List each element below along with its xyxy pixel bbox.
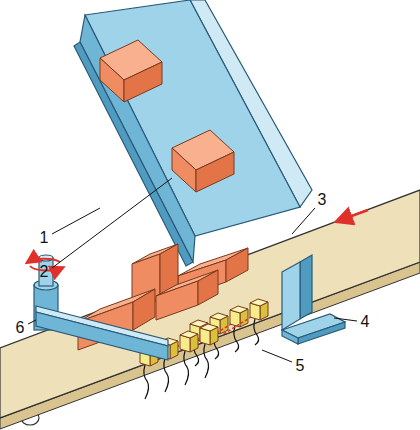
callout-number: 5 [296,358,305,374]
brick-face [172,148,196,192]
sensor-top [180,331,198,338]
sensor-wire [204,344,209,378]
stop [282,255,345,344]
brick-face [156,281,198,320]
sensor-wire [184,351,189,385]
sensor-wire [164,358,169,392]
sensor-wire [144,365,149,399]
sensor-wire [254,319,259,345]
brick-face [226,248,248,282]
callout-number: 3 [318,192,327,208]
sensor-top [210,313,228,320]
brick-face [133,289,155,330]
brick-face [196,152,234,192]
sensor-top [200,324,218,331]
brick-face [198,270,218,305]
callout-number: 6 [16,320,25,336]
pusher-arm [28,255,168,360]
callout-number: 1 [40,230,49,246]
bricks [78,40,248,350]
brick-face [100,58,124,102]
chute [74,0,312,266]
sensor-top [250,299,268,306]
brick-face [124,62,162,102]
sensor-top [230,306,248,313]
callout-number: 4 [361,314,370,330]
sensor-wire [234,326,239,352]
callout-number: 2 [40,264,49,280]
leader-lines [28,178,357,362]
